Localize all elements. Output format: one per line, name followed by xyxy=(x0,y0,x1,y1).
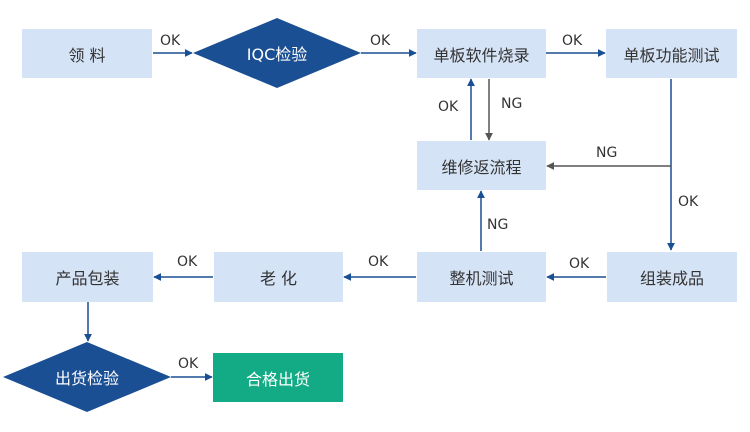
node-zhengji: 整机测试 xyxy=(417,252,546,302)
chuhuo-diamond xyxy=(3,342,171,412)
label-zhengji-laohua: OK xyxy=(368,254,389,270)
label-shaolu-gongneng: OK xyxy=(562,33,583,49)
label-gongneng-zuzhuang: OK xyxy=(678,194,699,210)
node-laohua: 老 化 xyxy=(214,252,343,302)
label-gongneng-weixiu: NG xyxy=(596,145,618,161)
label-shaolu-weixiu: NG xyxy=(501,96,523,112)
node-shaolu: 单板软件烧录 xyxy=(417,29,546,78)
node-zuzhuang: 组装成品 xyxy=(607,252,737,302)
label-zhengji-weixiu: NG xyxy=(487,217,509,233)
node-weixiu: 维修返流程 xyxy=(417,141,546,190)
node-lingliao: 领 料 xyxy=(22,29,152,78)
label-laohua-baozhuang: OK xyxy=(177,254,198,270)
node-gongneng: 单板功能测试 xyxy=(606,29,737,78)
iqc-diamond xyxy=(193,18,361,88)
label-lingliao-iqc: OK xyxy=(160,33,181,49)
label-zuzhuang-zhengji: OK xyxy=(569,256,590,272)
node-baozhuang: 产品包装 xyxy=(22,252,153,302)
label-weixiu-shaolu: OK xyxy=(438,99,459,115)
label-check-hege: OK xyxy=(178,356,199,372)
node-hege: 合格出货 xyxy=(213,353,343,402)
label-iqc-shaolu: OK xyxy=(370,33,391,49)
